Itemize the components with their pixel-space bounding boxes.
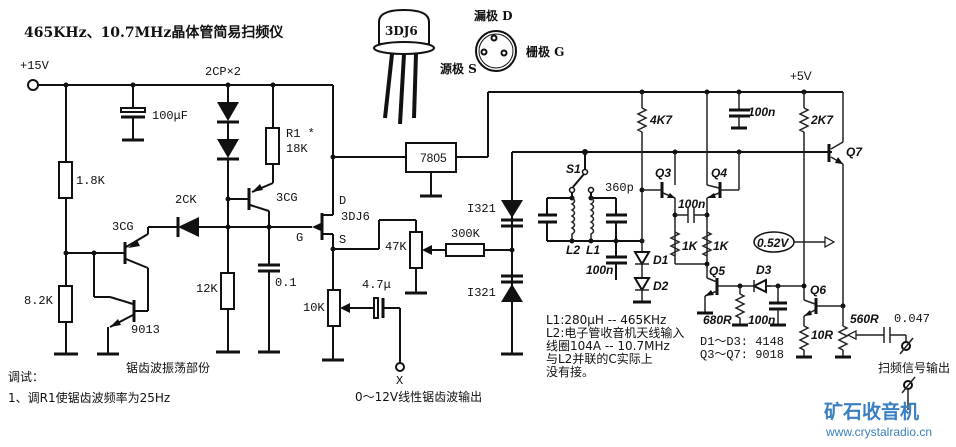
resistor-1k-b-label: 1K [713, 239, 730, 253]
pin-gate-label: 栅极 G [526, 44, 564, 59]
jfet-part-label: 3DJ6 [341, 210, 370, 224]
regulator-label: 7805 [420, 151, 447, 165]
diagram-title: 465KHz、10.7MHz晶体管简易扫频仪 [24, 24, 284, 41]
diode-stack-2cp: 2CP×2 12K [196, 65, 241, 354]
diode-2ck: 2CK [148, 193, 228, 237]
supply-15v-terminal [27, 79, 39, 91]
supply-15v-label: +15V [20, 59, 50, 73]
watermark-url: www.crystalradio.cn [825, 425, 932, 439]
resistor-300k-label: 300K [451, 227, 481, 241]
note-line-2: L2:电子管收音机天线输入 [546, 325, 684, 340]
diode-stack-label: 2CP×2 [205, 65, 241, 79]
capacitor-100n-bypass-label: 100n [748, 105, 775, 119]
resistor-10r-label: 10R [811, 328, 833, 342]
resistor-12k-label: 12K [196, 282, 218, 296]
note-line-5: 没有接。 [546, 364, 594, 379]
capacitor-4-7u-label: 4.7μ [362, 278, 391, 292]
jfet-package-illustration: 3DJ6 [373, 8, 435, 125]
jfet-pin-s: S [339, 233, 346, 247]
transistor-q5-label: Q5 [709, 264, 725, 278]
capacitor-100n-tank-label: 100n [586, 263, 613, 277]
note-line-1: L1:280μH -- 465KHz [546, 313, 666, 327]
oscillator-section: +5V 4K7 100n 2K7 Q7 [633, 69, 930, 362]
capacitor-360p-label: 360p [605, 181, 634, 195]
resistor-1k-a-label: 1K [682, 239, 699, 253]
sawtooth-output-caption: 0～12V线性锯齿波输出 [355, 389, 482, 404]
output-pot-10k: 10K 4.7μ [303, 278, 401, 363]
transistor-3cg-label: 3CG [112, 220, 134, 234]
transistor-3cg2-label: 3CG [276, 191, 298, 205]
coil-notes: L1:280μH -- 465KHz L2:电子管收音机天线输入 线圈104A … [546, 313, 684, 379]
jfet-3dj6: D 3DJ6 G S [296, 85, 370, 289]
transistor-q6-label: Q6 [810, 283, 826, 297]
capacitor-100uf: 100μF [120, 85, 188, 142]
pot-560r-label: 560R [850, 312, 879, 326]
pin-source-label: 源极 S [440, 61, 477, 76]
resistor-680r-label: 680R [703, 313, 732, 327]
pot-47k-label: 47K [385, 240, 407, 254]
resistor-4k7-label: 4K7 [649, 113, 673, 127]
varactor-tank: I321 I321 S1 L2 L1 360p [467, 149, 832, 356]
resistor-r1-name: R1 * [286, 127, 315, 141]
watermark-name: 矿石收音机 [824, 400, 919, 423]
resistor-2k7-label: 2K7 [810, 113, 834, 127]
capacitor-100uf-label: 100μF [152, 109, 188, 123]
resistor-divider: 1.8K 8.2K [24, 85, 106, 356]
diode-2ck-label: 2CK [175, 193, 197, 207]
diode-d3-label: D3 [756, 263, 772, 277]
capacitor-100n-couple-label: 100n [678, 197, 705, 211]
jfet-pinout-diagram: 漏极 D 栅极 G 源极 S [440, 8, 564, 76]
output-terminal-x-label: X [396, 374, 403, 388]
parts-note-transistors: Q3～Q7: 9018 [700, 348, 784, 362]
pin-drain-label: 漏极 D [474, 8, 513, 23]
transistor-9013-label: 9013 [131, 323, 160, 337]
note-line-3: 线圈104A -- 10.7MHz [546, 339, 670, 353]
resistor-r1-value: 18K [286, 142, 308, 156]
r1-3cg-timing: R1 * 18K 3CG 0.1 [228, 85, 315, 354]
varactor-bottom-label: I321 [467, 286, 496, 300]
sweep-output-terminal-bottom[interactable] [901, 376, 916, 410]
package-part-label: 3DJ6 [385, 24, 418, 38]
sweep-output-caption: 扫频信号输出 [878, 360, 950, 375]
capacitor-100n-d3-label: 100n [748, 313, 775, 327]
transistor-q4-label: Q4 [711, 166, 727, 180]
note-line-4: 与L2并联的C实际上 [546, 351, 653, 366]
sweep-output-terminal-top[interactable] [899, 337, 914, 355]
diode-d1-label: D1 [653, 253, 669, 267]
coil-l1-label: L1 [586, 243, 600, 257]
supply-5v-label: +5V [790, 69, 812, 83]
varactor-top-label: I321 [467, 202, 496, 216]
coil-l2-label: L2 [566, 243, 580, 257]
switch-s1-label[interactable]: S1 [566, 162, 581, 176]
diode-d2-label: D2 [653, 279, 669, 293]
jfet-pin-d: D [339, 194, 346, 208]
resistor-8k2-label: 8.2K [24, 294, 54, 308]
parts-note-diodes: D1～D3: 4148 [700, 335, 784, 349]
jfet-pin-g: G [296, 231, 303, 245]
pot-10k-label: 10K [303, 301, 325, 315]
transistor-q3-label: Q3 [655, 166, 671, 180]
sawtooth-output-terminal-x[interactable] [395, 362, 405, 372]
sawtooth-section-caption: 锯齿波振荡部份 [126, 360, 210, 375]
tuning-heading: 调试： [8, 369, 44, 384]
resistor-1k8-label: 1.8K [76, 174, 106, 188]
capacitor-0-1-label: 0.1 [275, 276, 297, 290]
capacitor-0-047-label: 0.047 [894, 312, 930, 326]
transistor-q7-label: Q7 [846, 145, 863, 159]
sweep-level-pots: 47K 300K [333, 219, 515, 295]
probe-voltage-label: 0.52V [757, 236, 789, 250]
transistor-pair-3cg-9013: 3CG 9013 [66, 220, 160, 356]
regulator-7805: 7805 [333, 91, 843, 198]
supply-15v: +15V [20, 59, 333, 91]
tuning-step-1: 1、调R1使锯齿波频率为25Hz [8, 390, 170, 405]
